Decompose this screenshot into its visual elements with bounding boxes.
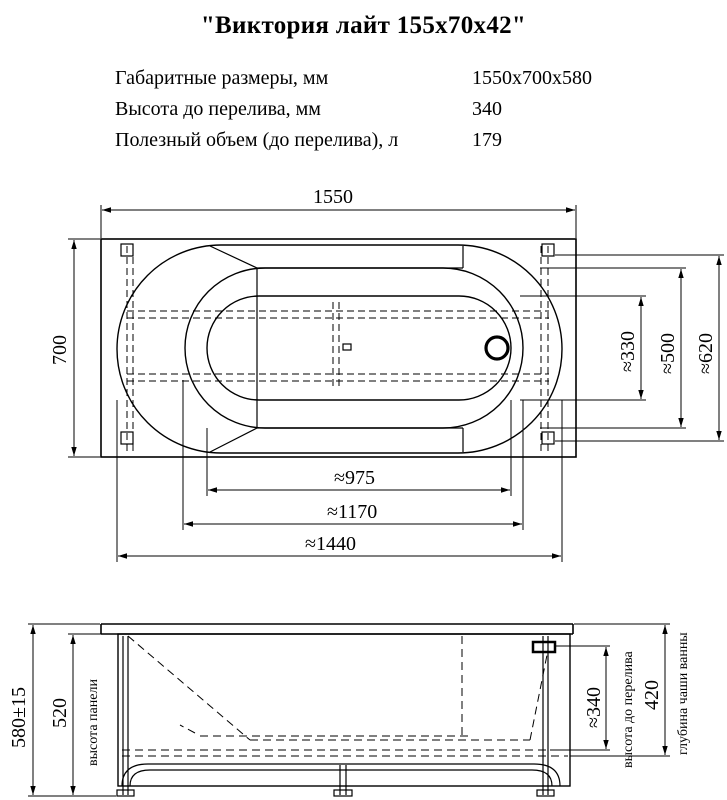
dim-panel-label: 520	[49, 698, 71, 728]
dim-500-label: ≈500	[657, 333, 679, 374]
drain-hole	[484, 335, 510, 361]
overflow-height-caption: высота до перелива	[621, 651, 636, 768]
dim-1170-label: ≈1170	[327, 501, 377, 523]
bathtub-outline	[100, 238, 577, 458]
dim-1440-label: ≈1440	[305, 533, 356, 555]
spec-label: Габаритные размеры, мм	[115, 67, 329, 89]
side-view	[100, 623, 574, 797]
side-legs	[116, 636, 555, 797]
top-view	[100, 238, 577, 458]
bowl-outline	[116, 244, 563, 454]
overflow-fitting	[531, 640, 557, 654]
bowl-hidden-outline	[122, 635, 568, 757]
dim-overflow-label: ≈340	[583, 687, 605, 728]
dim-height-label: 580±15	[8, 687, 30, 748]
frame-dashed	[126, 246, 549, 452]
spec-value: 179	[472, 129, 502, 151]
legs	[120, 243, 555, 445]
bottom-inner-outline	[206, 295, 512, 401]
spec-label: Высота до перелива, мм	[115, 98, 321, 120]
spec-label: Полезный объем (до перелива), л	[115, 129, 399, 151]
dim-330-label: ≈330	[617, 331, 639, 372]
dim-975-label: ≈975	[334, 467, 375, 489]
dim-length-label: 1550	[313, 186, 353, 208]
armrest-left	[209, 245, 258, 453]
bottom-outline	[184, 267, 524, 429]
dim-620-label: ≈620	[695, 333, 717, 374]
panel-height-caption: высота панели	[86, 679, 101, 766]
dim-width-label: 700	[49, 335, 71, 365]
page-title: "Виктория лайт 155х70х42"	[200, 12, 527, 39]
dim-bowl-label: 420	[641, 680, 663, 710]
bowl-depth-caption: глубина чаши ванны	[676, 632, 691, 755]
front-panel	[117, 633, 571, 787]
spec-value: 340	[472, 98, 502, 120]
spec-value: 1550х700х580	[472, 67, 592, 89]
